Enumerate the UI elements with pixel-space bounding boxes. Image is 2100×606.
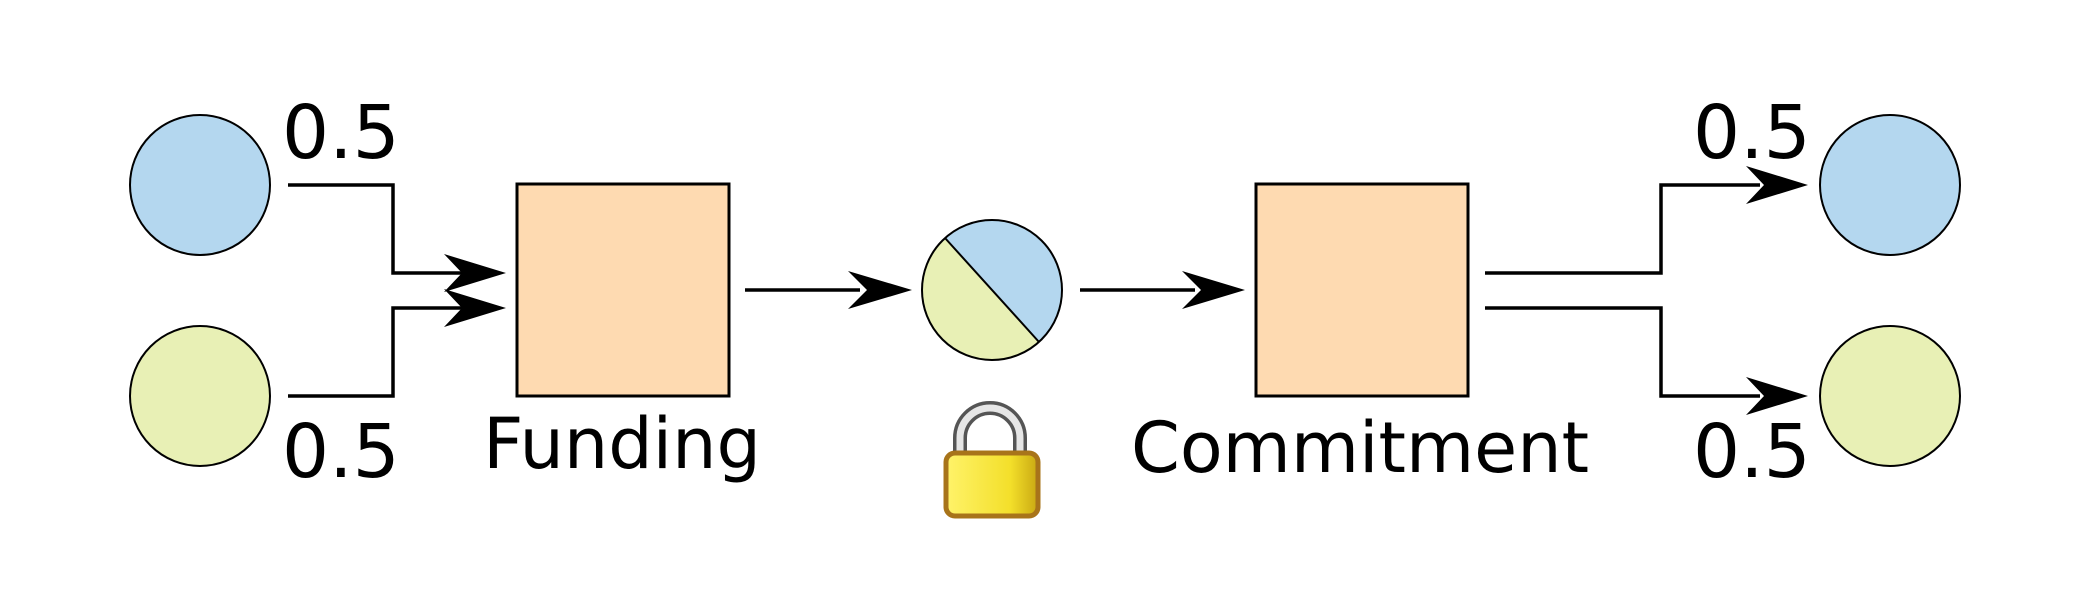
output-amount-bottom: 0.5 [1693,409,1811,495]
lock-shackle-highlight [956,404,1024,458]
shared-coin-outline [921,219,1063,361]
arrowhead-funding-to-shared [848,271,912,309]
output-coin-top [1819,114,1961,256]
output-coin-bottom [1819,325,1961,467]
funding-transaction-box [515,182,731,398]
input-coin-top [129,114,271,256]
lock-body [943,450,1041,519]
output-amount-top: 0.5 [1693,90,1811,176]
arrowhead-output-bottom [1746,377,1808,415]
wire-input-top [288,183,462,275]
shared-coin-divider [944,237,1040,343]
wire-output-bottom [1485,306,1760,398]
wire-output-top [1485,183,1760,275]
shared-coin [921,219,1063,361]
wire-input-bottom [288,306,462,398]
commitment-transaction-box [1254,182,1470,398]
arrowhead-input-bottom [444,289,506,327]
arrowhead-input-top [444,254,506,292]
padlock-icon [943,401,1041,519]
arrowhead-output-top [1746,166,1808,204]
shared-coin-top-half [945,219,1063,342]
commitment-label: Commitment [1131,407,1589,489]
input-amount-top: 0.5 [282,90,400,176]
arrowhead-shared-to-commitment [1182,271,1245,309]
funding-label: Funding [483,403,761,485]
input-amount-bottom: 0.5 [282,409,400,495]
input-coin-bottom [129,325,271,467]
